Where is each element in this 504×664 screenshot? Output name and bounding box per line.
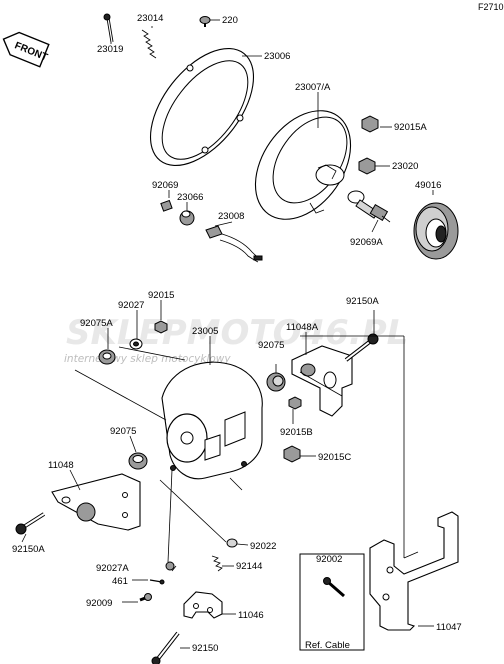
collar-92027 xyxy=(129,338,143,350)
label-23007A: 23007/A xyxy=(295,82,331,93)
spring-92144 xyxy=(211,555,223,572)
boot-49016 xyxy=(413,202,459,260)
label-461: 461 xyxy=(112,576,128,587)
nut-92015C xyxy=(283,445,301,463)
headlight-housing-23005 xyxy=(161,361,263,480)
label-92075-left: 92075 xyxy=(110,426,136,437)
bolt-92002 xyxy=(323,577,345,598)
screw-92009 xyxy=(139,593,152,602)
label-92144: 92144 xyxy=(236,561,262,572)
nut-92015B xyxy=(288,396,302,410)
label-11048: 11048 xyxy=(48,460,74,471)
bracket-11046 xyxy=(183,591,223,619)
clip-92069 xyxy=(160,199,173,212)
bracket-11047 xyxy=(369,511,459,631)
label-92009: 92009 xyxy=(86,598,112,609)
label-92075A: 92075A xyxy=(80,318,113,329)
label-92022: 92022 xyxy=(250,541,276,552)
label-92150: 92150 xyxy=(192,643,218,654)
part-number-labels: 23014 220 23019 23006 23007/A 92015A 230… xyxy=(12,13,462,654)
grommet-92075A xyxy=(98,349,116,365)
label-92015C: 92015C xyxy=(318,452,351,463)
label-92075-mid: 92075 xyxy=(258,340,284,351)
front-arrow-badge: FRONT xyxy=(2,31,50,68)
spring-23014 xyxy=(141,29,157,59)
grommet-23066 xyxy=(179,210,195,226)
screw-220 xyxy=(199,16,211,27)
socket-23008 xyxy=(205,225,263,263)
figure-code: F2710 xyxy=(478,2,504,12)
label-23005: 23005 xyxy=(192,326,218,337)
watermark: SKLEPMOTO46.PL internetowy sklep motocyk… xyxy=(64,313,408,365)
nut-92015 xyxy=(154,320,168,334)
leader-lines xyxy=(21,19,434,649)
washer-92022 xyxy=(226,538,238,548)
label-23066: 23066 xyxy=(177,192,203,203)
ref-cable-box xyxy=(299,553,365,651)
label-92069A: 92069A xyxy=(350,237,383,248)
label-92002: 92002 xyxy=(316,554,342,565)
label-11048A: 11048A xyxy=(286,322,319,333)
nut-92015A xyxy=(361,115,379,133)
label-92015A: 92015A xyxy=(394,122,427,133)
reflector-unit-23007A xyxy=(254,110,352,220)
bracket-11048 xyxy=(51,473,141,531)
label-92150A-left: 92150A xyxy=(12,544,45,555)
label-92150A-top: 92150A xyxy=(346,296,379,307)
bolt-92150 xyxy=(151,631,180,664)
watermark-brand: SKLEPMOTO46.PL xyxy=(66,313,408,353)
label-220: 220 xyxy=(222,15,238,26)
label-23020: 23020 xyxy=(392,161,418,172)
bracket-11048A xyxy=(291,345,353,417)
collar-92027A xyxy=(165,561,175,571)
label-92069: 92069 xyxy=(152,180,178,191)
label-92015: 92015 xyxy=(148,290,174,301)
bolt-92150A-left xyxy=(15,512,46,535)
label-11046: 11046 xyxy=(238,610,264,621)
screw-23019 xyxy=(103,13,114,43)
label-92027A: 92027A xyxy=(96,563,129,574)
label-23006: 23006 xyxy=(264,51,290,62)
label-49016: 49016 xyxy=(415,180,441,191)
label-23008: 23008 xyxy=(218,211,244,222)
bulb-92069A xyxy=(347,190,391,223)
bolt-92150A-top xyxy=(344,333,379,362)
rim-ring-23006 xyxy=(149,47,255,167)
grommet-92075-mid xyxy=(266,372,286,392)
grommet-92075-left xyxy=(128,452,148,470)
label-23019: 23019 xyxy=(97,44,123,55)
pin-461 xyxy=(149,579,165,585)
nut-23020 xyxy=(358,157,376,175)
ref-cable-label: Ref. Cable xyxy=(305,640,350,651)
label-11047: 11047 xyxy=(436,622,462,633)
label-92027: 92027 xyxy=(118,300,144,311)
label-92015B: 92015B xyxy=(280,427,313,438)
label-23014: 23014 xyxy=(137,13,163,24)
